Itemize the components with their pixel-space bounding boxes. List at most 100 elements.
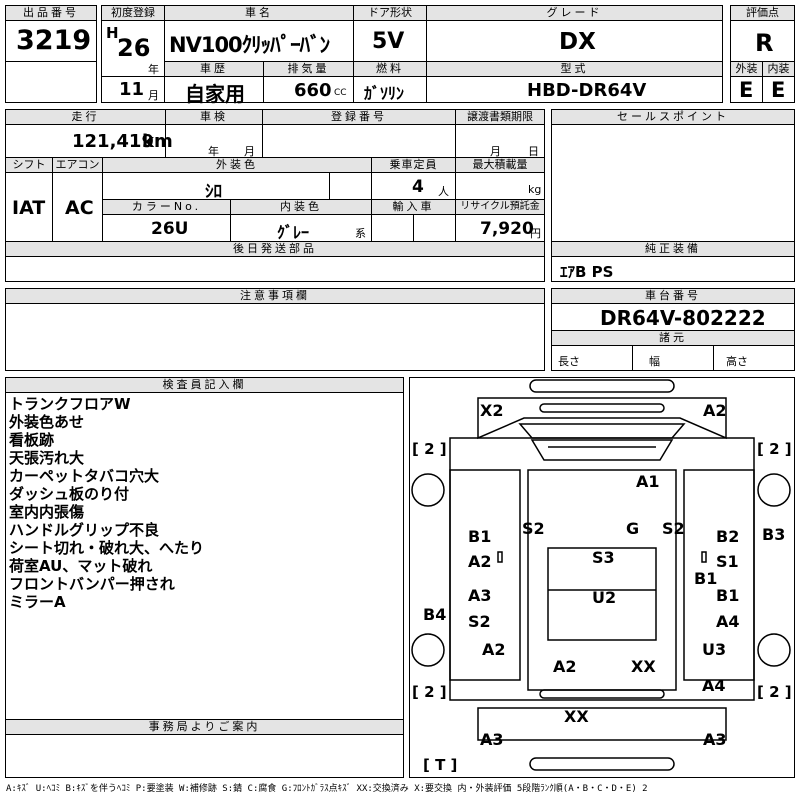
history: 自家用 xyxy=(185,82,245,106)
displacement-header: 排気量 xyxy=(263,61,354,77)
mark-s2-left-lower: S2 xyxy=(468,612,491,631)
right-side-outline xyxy=(683,469,755,681)
mark-u2: U2 xyxy=(592,588,617,607)
mark-a4-bottom: A4 xyxy=(702,676,726,695)
first-reg-year: 26 xyxy=(117,34,151,62)
grade: DX xyxy=(559,29,596,55)
score: R xyxy=(755,29,774,57)
mark-g: G xyxy=(626,519,640,538)
wheel-front-right xyxy=(757,473,791,507)
inspector-note-line: ミラーA xyxy=(9,593,66,611)
fuel: ｶﾞｿﾘﾝ xyxy=(364,84,405,103)
inspector-note-line: 天張汚れ大 xyxy=(9,449,85,467)
rear-bumper-inner xyxy=(539,689,665,699)
int-color-unit: 系 xyxy=(355,227,366,240)
rear-bumper-outline xyxy=(529,757,675,771)
mark-a2-left: A2 xyxy=(468,552,492,571)
length-label: 長さ xyxy=(558,355,580,368)
capacity-unit: 人 xyxy=(438,185,449,198)
lot-no-blank xyxy=(5,61,97,103)
left-side-outline xyxy=(449,469,521,681)
color-no-header: カラーNo. xyxy=(102,199,231,215)
insp-month-unit: 月 xyxy=(244,145,255,158)
exterior: E xyxy=(739,78,754,102)
capacity: 4 xyxy=(412,177,424,197)
ac: AC xyxy=(65,197,94,219)
mark-s2-right: S2 xyxy=(662,519,685,538)
mark-a3-bottom-right: A3 xyxy=(703,730,727,749)
model: HBD-DR64V xyxy=(527,80,647,101)
caution-cell xyxy=(5,303,545,371)
first-reg-cell: H 26 年 xyxy=(101,20,165,77)
mark-s1: S1 xyxy=(716,552,739,571)
mark-wheel-front-left: [ 2 ] xyxy=(412,440,447,458)
roof-outline xyxy=(547,547,657,641)
later-parts-cell xyxy=(5,256,545,282)
front-bumper-inner xyxy=(539,403,665,413)
wheel-front-left xyxy=(411,473,445,507)
rear-panel-outline xyxy=(477,707,727,741)
sales-header: セールスポイント xyxy=(551,109,795,125)
int-color: ｸﾞﾚｰ xyxy=(277,223,310,242)
mark-xx-bottom: XX xyxy=(631,657,656,676)
transfer-day-unit: 日 xyxy=(528,145,539,158)
door-header: ドア形状 xyxy=(353,5,427,21)
load-unit: kg xyxy=(528,183,542,196)
height-label: 高さ xyxy=(726,355,748,368)
interior-header: 内装 xyxy=(762,61,795,77)
front-bumper-outline xyxy=(529,379,675,393)
mark-b3: B3 xyxy=(762,525,786,544)
inspector-note-line: 看板跡 xyxy=(9,431,55,449)
lot-no: 3219 xyxy=(16,25,92,56)
equipment: ｴｱB PS xyxy=(560,263,614,281)
height-cell: 高さ xyxy=(713,345,795,371)
mark-s2-left: S2 xyxy=(522,519,545,538)
mark-xx-rear: XX xyxy=(564,707,589,726)
wheel-rear-left xyxy=(411,633,445,667)
mark-b4: B4 xyxy=(423,605,447,624)
legend: A:ｷｽﾞ U:ﾍｺﾐ B:ｷｽﾞを伴うﾍｺﾐ P:要塗装 W:補修跡 S:錆 … xyxy=(6,784,648,794)
mark-u3: U3 xyxy=(702,640,727,659)
inspector-note-line: 室内内張傷 xyxy=(9,503,85,521)
history-cell: 自家用 xyxy=(164,76,264,106)
transfer-month-unit: 月 xyxy=(490,145,501,158)
shift: IAT xyxy=(12,197,46,219)
mileage: 121,419 xyxy=(72,131,154,152)
mark-x2: X2 xyxy=(480,401,504,420)
recycle: 7,920 xyxy=(480,219,534,239)
inspector-note-line: 荷室AU、マット破れ xyxy=(9,557,153,575)
mark-a3-left: A3 xyxy=(468,586,492,605)
wheel-rear-right xyxy=(757,633,791,667)
interior: E xyxy=(771,78,786,102)
mark-b2: B2 xyxy=(716,527,740,546)
width-label: 幅 xyxy=(649,355,660,368)
inspector-note-line: カーペットタバコ穴大 xyxy=(9,467,160,485)
office-cell xyxy=(5,734,404,778)
first-reg-month: 11 xyxy=(119,79,145,100)
door-handle-left xyxy=(497,551,503,563)
mark-a2-left-lower: A2 xyxy=(482,640,506,659)
diagram-frame xyxy=(409,377,795,778)
mark-a3-bottom-left: A3 xyxy=(480,730,504,749)
door: 5V xyxy=(372,29,405,54)
equipment-cell: ｴｱB PS xyxy=(551,256,795,282)
insp-year-unit: 年 xyxy=(208,145,219,158)
mark-wheel-front-right: [ 2 ] xyxy=(757,440,792,458)
mark-wheel-rear-right: [ 2 ] xyxy=(757,683,792,701)
displacement: 660 xyxy=(294,80,332,101)
inspector-note-line: ハンドルグリップ不良 xyxy=(9,521,160,539)
windshield-outline xyxy=(530,439,674,461)
exterior-header: 外装 xyxy=(730,61,763,77)
mark-a2-bottom: A2 xyxy=(553,657,577,676)
car-name: NV100ｸﾘｯﾊﾟｰﾊﾞﾝ xyxy=(169,33,330,57)
era: H xyxy=(106,24,119,42)
displacement-unit: CC xyxy=(334,88,347,98)
door-handle-right xyxy=(701,551,707,563)
month-unit: 月 xyxy=(148,89,159,102)
recycle-unit: 円 xyxy=(530,227,541,240)
mark-tire-spare: [ T ] xyxy=(423,756,458,774)
chassis-header: 車台番号 xyxy=(551,288,795,304)
mark-a2-front-right: A2 xyxy=(703,401,727,420)
color-no: 26U xyxy=(151,219,189,239)
